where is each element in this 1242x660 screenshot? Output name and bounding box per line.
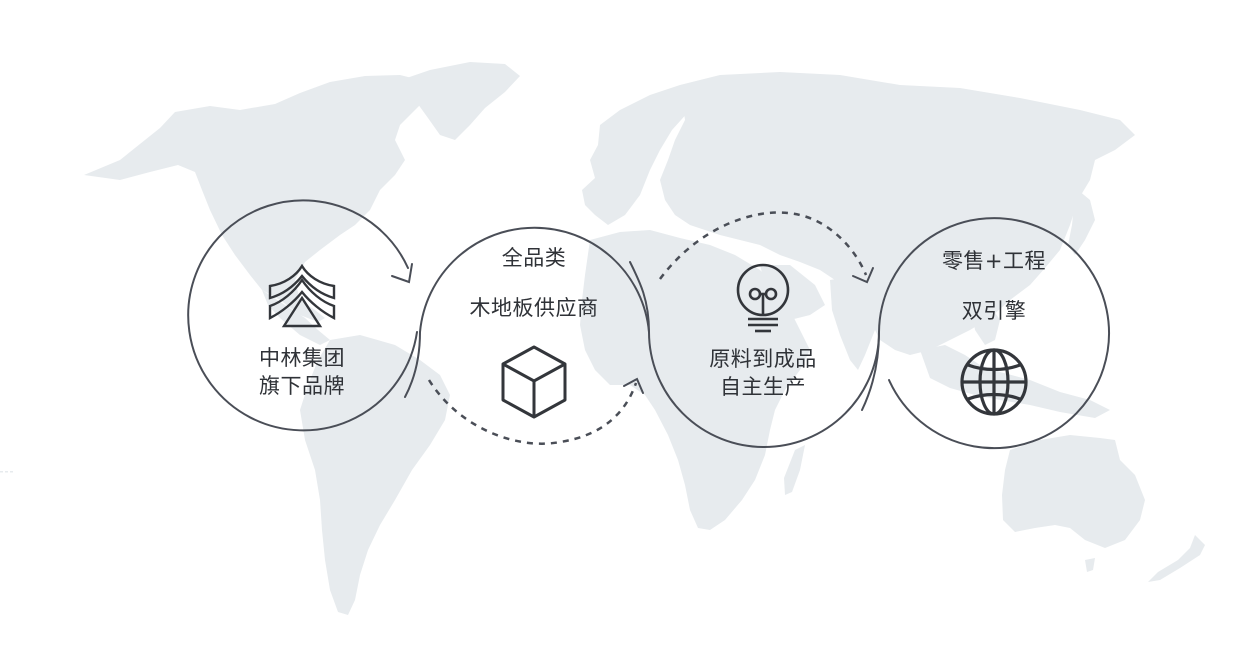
arrow-head-1 xyxy=(391,263,413,284)
step-4-node: 零售+工程 双引擎 xyxy=(879,217,1109,447)
step-4-label-line2: 双引擎 xyxy=(961,299,1027,323)
step-3-label-line2: 自主生产 xyxy=(720,375,806,399)
step-3-label-line1: 原料到成品 xyxy=(709,347,817,371)
circle-2-outline xyxy=(419,226,650,333)
step-2-label-line1: 全品类 xyxy=(501,246,567,270)
lightbulb-icon xyxy=(736,263,790,333)
dashed-arrow-head-top xyxy=(852,267,874,284)
circle-4-left-join xyxy=(861,331,880,411)
zhonglin-logo-icon xyxy=(268,264,336,328)
step-2-node: 全品类 木地板供应商 xyxy=(419,217,649,447)
globe-icon xyxy=(960,348,1028,416)
dashed-connector-top xyxy=(658,211,868,280)
step-3-node: 原料到成品 自主生产 xyxy=(648,217,878,447)
step-1-label-line2: 旗下品牌 xyxy=(259,374,345,398)
circle-3-outline xyxy=(648,331,880,448)
step-4-label-line1: 零售+工程 xyxy=(941,249,1047,273)
circle-1-outline xyxy=(187,199,418,432)
step-1-label-line1: 中林集团 xyxy=(259,346,345,370)
step-1-node: 中林集团 旗下品牌 xyxy=(187,217,417,447)
dashed-arrow-head-bottom xyxy=(623,377,644,394)
circle-2-left-join xyxy=(404,331,421,398)
step-2-label-line2: 木地板供应商 xyxy=(469,296,599,320)
cube-icon xyxy=(501,345,567,419)
circle-4-outline xyxy=(878,217,1110,450)
circle-3-left-join xyxy=(629,261,650,333)
